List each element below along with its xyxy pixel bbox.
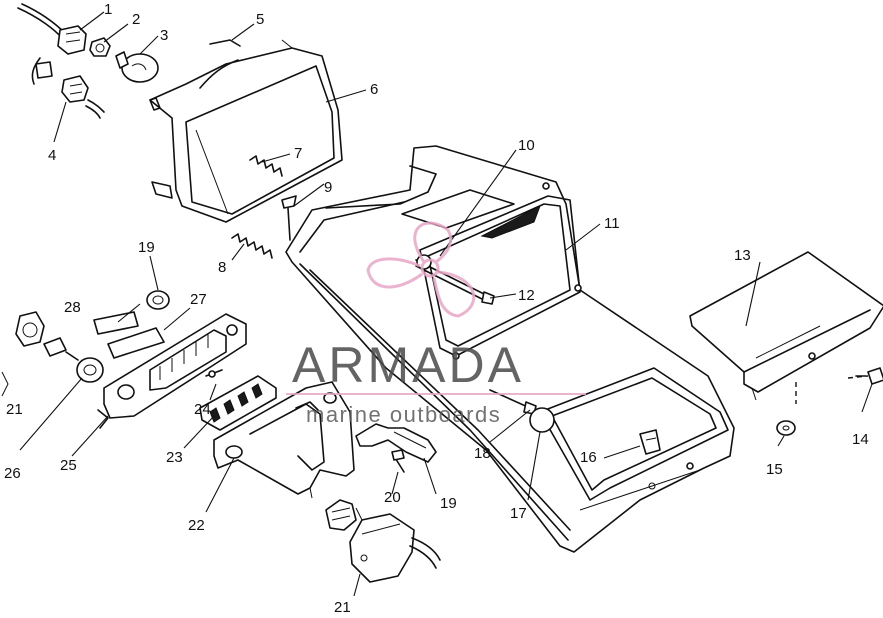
callout-25: 25 [60, 457, 77, 474]
hood-part [285, 145, 735, 553]
decal-part [93, 311, 139, 335]
callout-5: 5 [256, 11, 264, 28]
callout-4: 4 [48, 147, 56, 164]
callout-18: 18 [474, 445, 491, 462]
callout-16: 16 [580, 449, 597, 466]
callout-27: 27 [190, 291, 207, 308]
callout-15: 15 [766, 461, 783, 478]
callout-22: 22 [188, 517, 205, 534]
fastener-part [847, 367, 883, 385]
bezel-part [107, 327, 165, 359]
small-screw-part [391, 449, 405, 473]
callout-3: 3 [160, 27, 168, 44]
callout-10: 10 [518, 137, 535, 154]
callout-24: 24 [194, 401, 211, 418]
indicator-ring-part [146, 290, 170, 310]
callout-2: 2 [132, 11, 140, 28]
callout-23: 23 [166, 449, 183, 466]
bracket-part [213, 381, 355, 499]
callout-14: 14 [852, 431, 869, 448]
clip-part [639, 429, 661, 490]
retainer-nut-part [89, 37, 111, 57]
callout-6: 6 [370, 81, 378, 98]
callout-9: 9 [324, 179, 332, 196]
callout-8: 8 [218, 259, 226, 276]
callout-13: 13 [734, 247, 751, 264]
callout-19-lower: 19 [440, 495, 457, 512]
switch-block-part [199, 375, 277, 431]
key-part [355, 423, 437, 463]
headlight-bulb-part [115, 51, 159, 83]
watermark-tagline: marine outboards [306, 402, 501, 427]
cover-plate-part [689, 251, 883, 404]
watermark-brand: ARMADA [292, 337, 524, 393]
propeller-logo-icon [366, 221, 476, 318]
callout-11: 11 [604, 215, 620, 232]
callout-labels: 1 2 3 4 5 6 7 8 9 10 11 12 13 14 15 16 1… [4, 1, 869, 616]
leader-lines [19, 11, 873, 597]
key-switch-part [15, 311, 104, 383]
callout-20: 20 [384, 489, 401, 506]
callout-21-left: 21 [6, 401, 23, 418]
callout-21-bottom: 21 [334, 599, 351, 616]
headlight-housing-part [149, 39, 343, 223]
key-pin-part [205, 369, 223, 378]
watermark: ARMADA marine outboards [286, 221, 586, 427]
callout-28: 28 [64, 299, 81, 316]
bracket-21-left [1, 371, 9, 397]
callout-19-upper: 19 [138, 239, 155, 256]
callout-26: 26 [4, 465, 21, 482]
bolt-long-part [415, 254, 495, 305]
connector-part [35, 61, 89, 103]
plug-part [325, 499, 441, 583]
adjuster-spring-upper-part [249, 155, 283, 177]
washer-part [776, 420, 796, 436]
callout-7: 7 [294, 145, 302, 162]
callout-12: 12 [518, 287, 535, 304]
screw-part [281, 195, 297, 241]
bulb-socket-part [57, 25, 87, 55]
callout-1: 1 [104, 1, 112, 18]
callout-17: 17 [510, 505, 527, 522]
switch-housing-part [97, 313, 247, 429]
adjuster-spring-lower-part [231, 233, 273, 259]
grommet-part [529, 407, 555, 433]
